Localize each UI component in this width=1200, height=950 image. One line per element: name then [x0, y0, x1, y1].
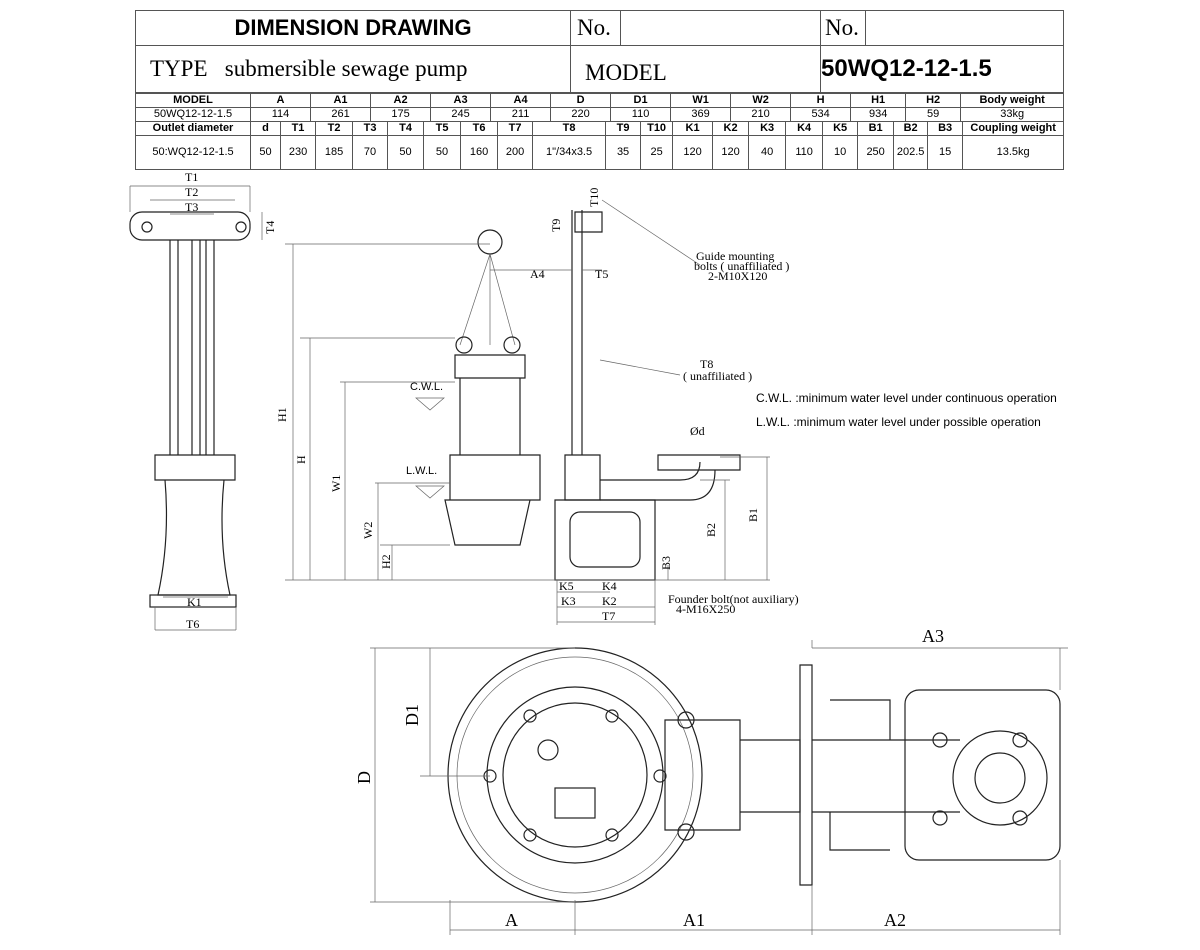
- guide-note-2: bolts ( unaffiliated ): [694, 259, 789, 273]
- model-label: MODEL: [570, 45, 821, 93]
- founder-note-1: Founder bolt(not auxiliary): [668, 592, 799, 606]
- dim-A4: A4: [530, 267, 545, 281]
- cwl-label: C.W.L.: [410, 381, 443, 393]
- title-block: DIMENSION DRAWING No. No. TYPE submersib…: [135, 10, 1064, 93]
- dim-B2: B2: [704, 523, 718, 537]
- elevation-view: H1 H W1 W2 H2 A4 T5 T9 T10 C.W.L. L.W.L.…: [275, 188, 799, 625]
- no-label-2: No.: [820, 10, 866, 46]
- dim-K1: K1: [187, 595, 202, 609]
- plan-view: A3 D1 D A A1 A2: [354, 626, 1068, 935]
- dim-T5: T5: [595, 267, 608, 281]
- t8-unaffiliated: ( unaffiliated ): [683, 369, 752, 383]
- dim-D1: D1: [402, 704, 422, 726]
- dim-B1: B1: [746, 508, 760, 522]
- coupling-value-row-cell: 40: [748, 135, 787, 170]
- coupling-value-row-cell: 120: [712, 135, 750, 170]
- coupling-value-row-cell: 10: [822, 135, 859, 170]
- dim-T2: T2: [185, 185, 198, 199]
- coupling-value-row-cell: 202.5: [893, 135, 929, 170]
- coupling-value-row-cell: 160: [460, 135, 499, 170]
- coupling-value-row-cell: 250: [857, 135, 895, 170]
- dim-D: D: [354, 771, 374, 784]
- coupling-value-row-cell: 25: [640, 135, 674, 170]
- dim-H: H: [294, 455, 308, 464]
- coupling-value-row-cell: 200: [497, 135, 534, 170]
- type-cell: TYPE submersible sewage pump: [135, 45, 571, 93]
- coupling-value-row-cell: 50: [250, 135, 281, 170]
- dim-T10: T10: [587, 188, 601, 207]
- drawing-title: DIMENSION DRAWING: [135, 10, 571, 46]
- dim-H1: H1: [275, 407, 289, 422]
- no-label: No.: [570, 10, 621, 46]
- type-label: TYPE: [150, 56, 208, 81]
- coupling-value-row-cell: 185: [315, 135, 354, 170]
- lwl-note: L.W.L. :minimum water level under possib…: [756, 415, 1041, 429]
- lwl-label: L.W.L.: [406, 465, 437, 477]
- dim-T1: T1: [185, 170, 198, 184]
- cwl-note: C.W.L. :minimum water level under contin…: [756, 391, 1057, 405]
- dim-W1: W1: [329, 475, 343, 492]
- dim-H2: H2: [379, 554, 393, 569]
- coupling-value-row-cell: 230: [279, 135, 317, 170]
- side-view: T1 T2 T3 T4 K1 T6: [129, 170, 277, 631]
- dim-B3: B3: [659, 556, 673, 570]
- dim-A2: A2: [884, 910, 906, 930]
- t8-note: T8: [700, 357, 713, 371]
- coupling-value-row-cell: 50: [423, 135, 462, 170]
- dim-W2: W2: [361, 522, 375, 539]
- coupling-value-row-cell: 50: [387, 135, 425, 170]
- guide-note-1: Guide mounting: [696, 249, 774, 263]
- dim-A3: A3: [922, 626, 944, 646]
- coupling-value-row-cell: 13.5kg: [962, 135, 1065, 170]
- coupling-value-row-cell: 70: [352, 135, 389, 170]
- dim-A: A: [505, 910, 518, 930]
- phi-d-label: Ød: [690, 424, 705, 438]
- coupling-value-row-cell: 120: [672, 135, 714, 170]
- coupling-value-row-cell: 35: [605, 135, 642, 170]
- no-value-2: [865, 10, 1064, 46]
- dim-A1: A1: [683, 910, 705, 930]
- guide-note-3: 2-M10X120: [708, 269, 767, 283]
- coupling-value-row-cell: 110: [785, 135, 824, 170]
- dim-K4: K4: [602, 579, 617, 593]
- dim-T4: T4: [263, 221, 277, 234]
- founder-note-2: 4-M16X250: [676, 602, 735, 616]
- dim-K2: K2: [602, 594, 617, 608]
- dim-T6: T6: [186, 617, 199, 631]
- dim-T7: T7: [602, 609, 615, 623]
- model-value: 50WQ12-12-1.5: [820, 45, 1064, 93]
- dim-K3: K3: [561, 594, 576, 608]
- dim-K5: K5: [559, 579, 574, 593]
- type-value: submersible sewage pump: [224, 56, 468, 81]
- dim-T3: T3: [185, 200, 198, 214]
- dim-T9: T9: [549, 219, 563, 232]
- coupling-value-row-cell: 50:WQ12-12-1.5: [135, 135, 251, 170]
